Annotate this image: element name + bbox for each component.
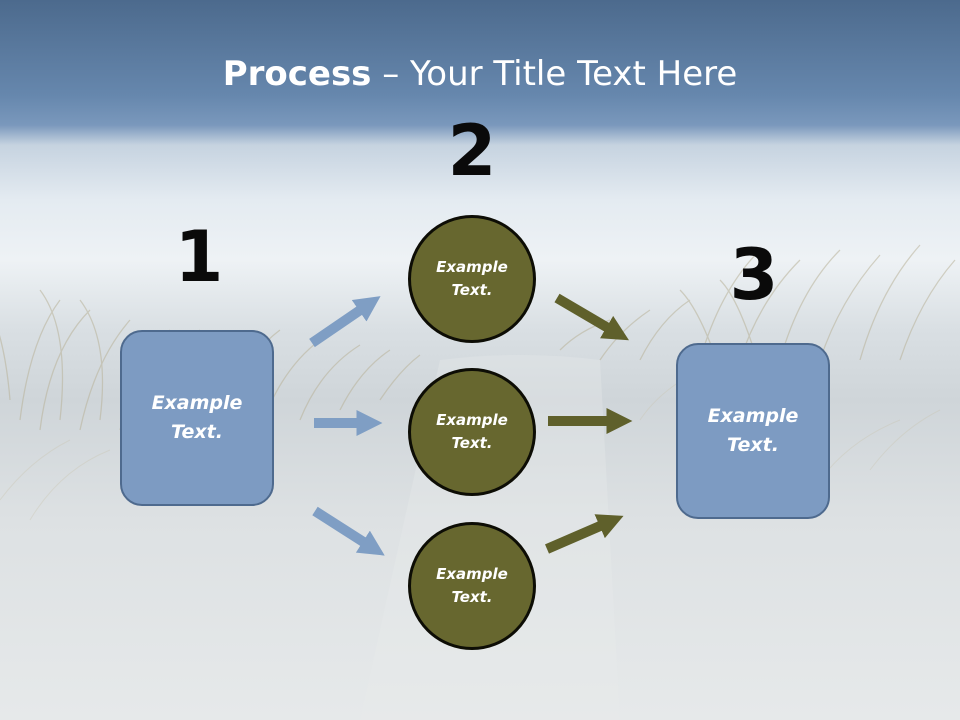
circle-middle[interactable]: Example Text. (408, 368, 536, 496)
circle-bottom-text: Example Text. (436, 565, 508, 606)
arrow-left-to-top (309, 296, 381, 348)
step-number-1: 1 (174, 216, 224, 298)
circle-bottom[interactable]: Example Text. (408, 522, 536, 650)
circle-top[interactable]: Example Text. (408, 215, 536, 343)
circle-middle-text: Example Text. (436, 411, 508, 452)
arrow-left-to-bottom (312, 506, 385, 556)
arrow-top-to-right (554, 293, 629, 341)
slide-title: Process – Your Title Text Here (0, 52, 960, 96)
title-rest: – Your Title Text Here (371, 54, 738, 94)
step-number-3: 3 (729, 234, 779, 316)
circle-top-text: Example Text. (436, 258, 508, 299)
left-box[interactable]: Example Text. (120, 330, 274, 506)
arrow-bottom-to-right (545, 514, 624, 554)
title-bold: Process (222, 54, 372, 94)
right-box-text: Example Text. (707, 405, 799, 456)
left-box-text: Example Text. (151, 392, 243, 443)
right-box[interactable]: Example Text. (676, 343, 830, 519)
step-number-2: 2 (447, 110, 497, 192)
